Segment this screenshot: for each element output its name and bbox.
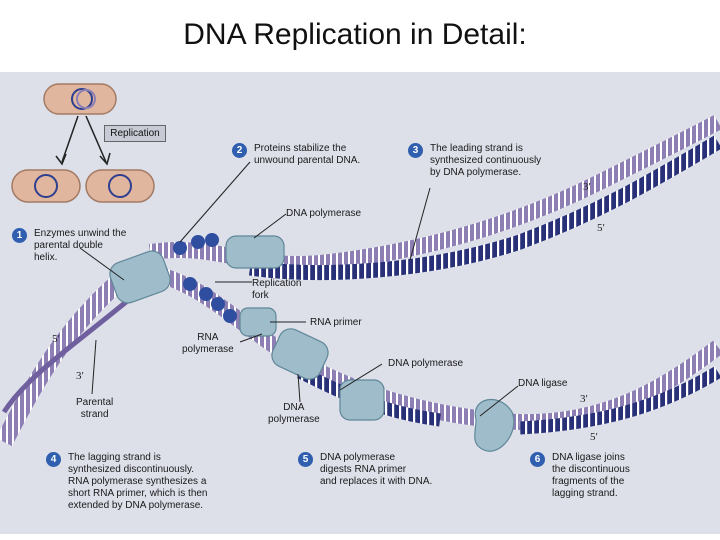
step-2-badge: 2 [232, 143, 247, 158]
parental-strand-label: Parental strand [76, 397, 114, 420]
ssb-proteins [173, 233, 237, 323]
bottom-5-prime-label: 5′ [590, 431, 598, 443]
step-3-label: The leading strand is synthesized contin… [430, 143, 542, 178]
daughter-cell-left-icon [11, 169, 81, 203]
left-3-prime-label: 3′ [76, 370, 84, 382]
replication-fork-label: Replication fork [252, 278, 302, 301]
dna-replication-diagram [0, 83, 720, 452]
dna-ligase-label: DNA ligase [518, 378, 568, 389]
step-4-badge: 4 [46, 452, 61, 467]
replication-label: Replication [104, 125, 166, 142]
step-6-badge: 6 [530, 452, 545, 467]
left-5-prime-label: 5′ [52, 333, 60, 345]
step-1-label: Enzymes unwind the parental double helix… [34, 228, 127, 263]
dna-polymerase-low-label: DNA polymerase [268, 402, 320, 425]
top-5-prime-label: 5′ [597, 222, 605, 234]
division-arrow-right [85, 115, 107, 163]
daughter-cell-right-icon [85, 169, 155, 203]
step-6-label: DNA ligase joins the discontinuous fragm… [552, 452, 630, 499]
rna-polymerase-label: RNA polymerase [182, 332, 234, 355]
step-2-label: Proteins stabilize the unwound parental … [254, 143, 361, 166]
step-1-badge: 1 [12, 228, 27, 243]
dna-polymerase-top-label: DNA polymerase [286, 208, 362, 219]
step-5-label: DNA polymerase digests RNA primer and re… [320, 452, 433, 487]
parent-cell-icon [43, 83, 117, 115]
leader-lines [79, 161, 519, 417]
lagging-strand [147, 264, 720, 435]
step-4-label: The lagging strand is synthesized discon… [68, 452, 208, 511]
step-3-badge: 3 [408, 143, 423, 158]
top-3-prime-label: 3′ [583, 181, 591, 193]
page-title: DNA Replication in Detail: [183, 18, 527, 51]
dna-polymerase-mid-label: DNA polymerase [388, 358, 464, 369]
bottom-3-prime-label: 3′ [580, 393, 588, 405]
diagram-panel [0, 72, 720, 534]
step-5-badge: 5 [298, 452, 313, 467]
division-arrow-left [61, 115, 79, 163]
rna-primer-label: RNA primer [310, 317, 362, 328]
